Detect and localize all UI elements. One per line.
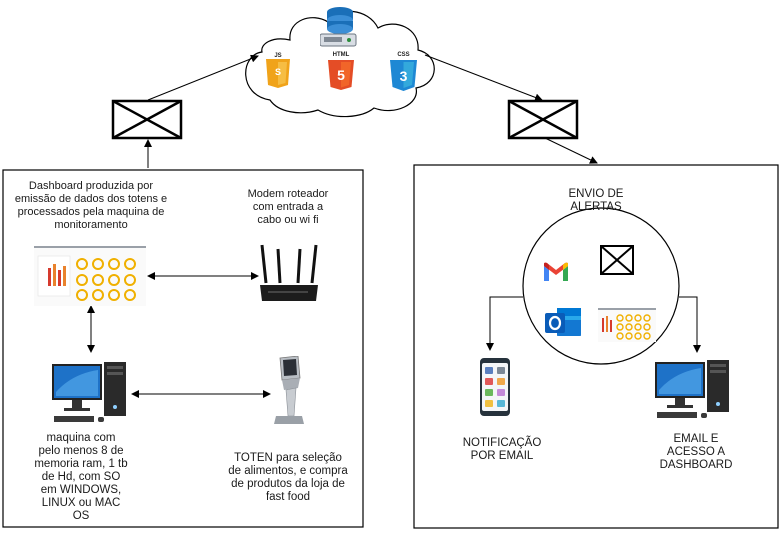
dashboard-caption-line: processados pela maquina de <box>17 206 165 218</box>
alerts-title-line: ALERTAS <box>570 201 622 213</box>
modem-caption-line: Modem roteador <box>247 188 329 200</box>
pc-caption-line: memoria ram, 1 tb <box>34 458 128 470</box>
modem-caption-line: com entrada a <box>252 201 324 213</box>
svg-text:3: 3 <box>400 68 408 84</box>
pc-caption-line: OS <box>72 510 90 522</box>
html5-badge-label: HTML <box>332 52 350 58</box>
email-caption: EMAIL E ACESSO A DASHBOARD <box>650 433 742 472</box>
email-caption-line: DASHBOARD <box>659 459 733 471</box>
totem-caption-line: fast food <box>265 491 311 503</box>
database-icon <box>319 6 360 48</box>
dashboard-caption: Dashboard produzida por emissão de dados… <box>0 180 182 232</box>
pc-caption-line: de Hd, com SO <box>41 471 121 483</box>
svg-text:S: S <box>275 67 281 77</box>
envelope-icon-right <box>507 99 579 140</box>
dashboard-caption-line: Dashboard produzida por <box>28 180 154 192</box>
totem-caption: TOTEN para seleção de alimentos, e compr… <box>218 452 358 504</box>
dashboard-caption-line: monitoramento <box>54 219 128 231</box>
alerts-title-line: ENVIO DE <box>568 188 624 200</box>
css3-badge-label: CSS <box>397 52 410 58</box>
notification-caption-line: NOTIFICAÇÃO <box>462 437 542 449</box>
gmail-icon <box>543 262 569 282</box>
envelope-icon-left <box>111 99 183 140</box>
right-panel <box>413 164 779 529</box>
computer-icon-right <box>655 360 731 422</box>
totem-icon <box>272 355 306 426</box>
dashboard-thumbnail-small <box>598 308 656 342</box>
pc-caption-line: LINUX ou MAC <box>41 497 121 509</box>
dashboard-thumbnail <box>34 246 146 306</box>
alerts-title: ENVIO DE ALERTAS <box>556 188 636 214</box>
envelope-icon-small <box>600 245 634 275</box>
router-icon <box>258 243 320 305</box>
js-icon: S JS <box>266 53 290 89</box>
totem-caption-line: de alimentos, e compra <box>228 465 348 477</box>
html5-icon: 5 HTML <box>328 52 354 91</box>
pc-caption-line: em WINDOWS, <box>40 484 122 496</box>
pc-caption-line: maquina com <box>46 432 116 444</box>
notification-caption: NOTIFICAÇÃO POR EMAIL <box>452 437 552 463</box>
left-panel <box>2 169 364 528</box>
email-caption-line: EMAIL E <box>673 433 719 445</box>
pc-caption-line: pelo menos 8 de <box>38 445 124 457</box>
computer-icon <box>52 362 128 426</box>
dashboard-caption-line: emissão de dados dos totens e <box>14 193 168 205</box>
modem-caption: Modem roteador com entrada a cabo ou wi … <box>238 188 338 227</box>
js-badge-label: JS <box>274 53 282 59</box>
modem-caption-line: cabo ou wi fi <box>257 214 319 226</box>
notification-caption-line: POR EMAIL <box>470 450 534 462</box>
css3-icon: 3 CSS <box>390 52 417 92</box>
pc-caption: maquina com pelo menos 8 de memoria ram,… <box>22 432 140 523</box>
email-caption-line: ACESSO A <box>666 446 726 458</box>
svg-text:5: 5 <box>337 67 345 83</box>
outlook-icon <box>543 304 583 340</box>
totem-caption-line: TOTEN para seleção <box>234 452 342 464</box>
totem-caption-line: de produtos da loja de <box>231 478 345 490</box>
phone-notification-icon <box>478 358 512 416</box>
